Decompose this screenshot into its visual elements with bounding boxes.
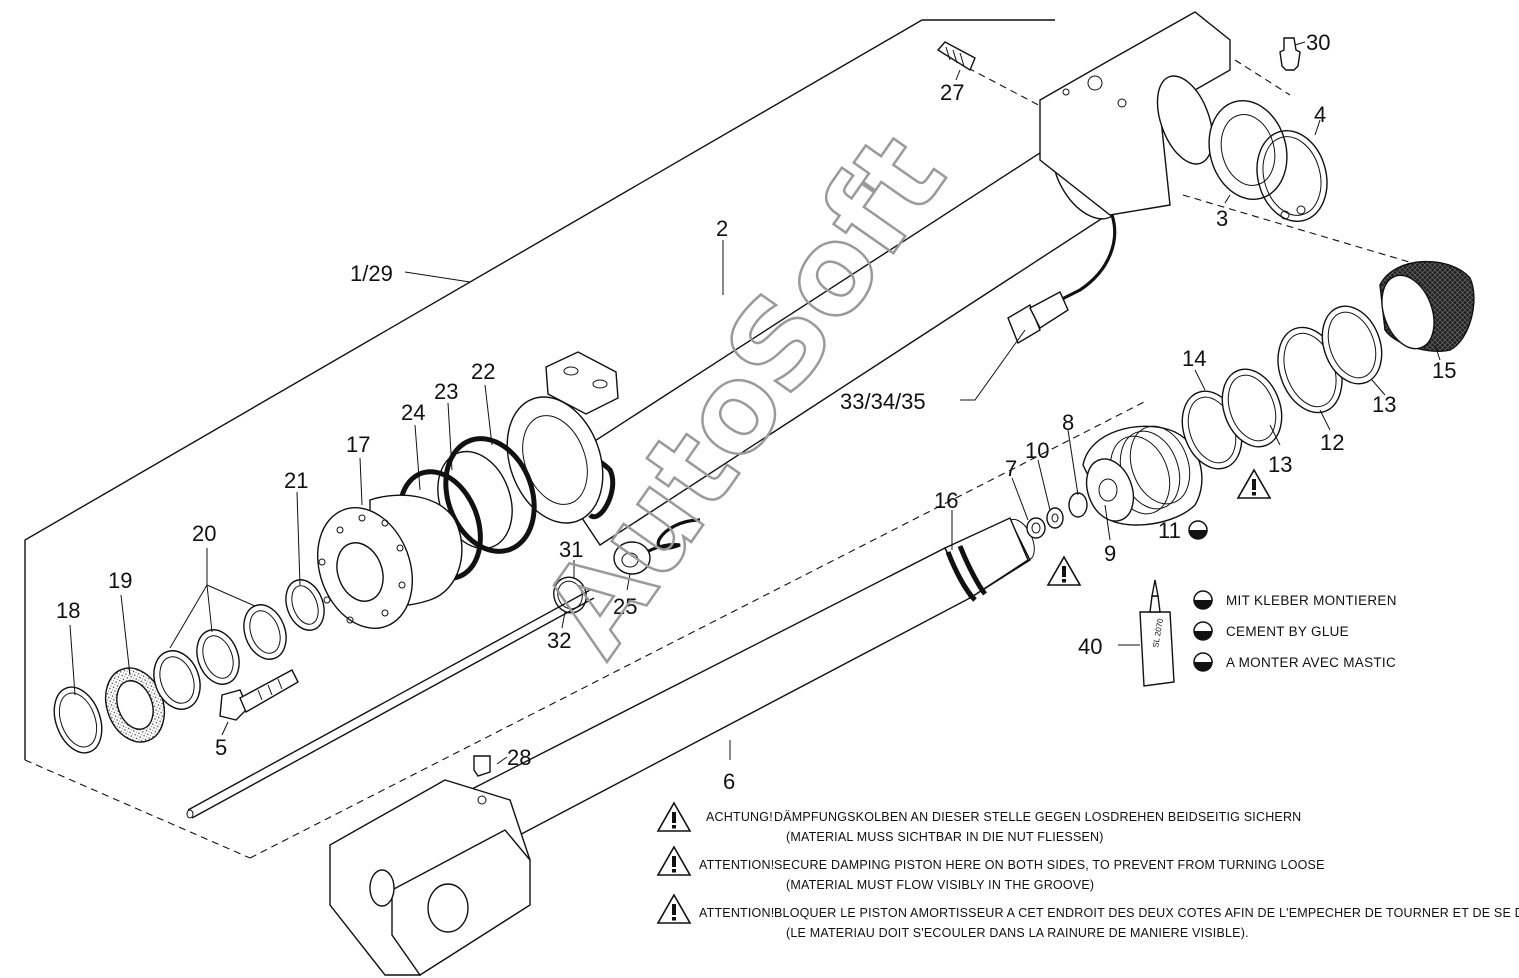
- callout-32: 32: [547, 628, 571, 653]
- callout-19: 19: [108, 568, 132, 593]
- warning-tag-de: ACHTUNG!: [706, 810, 773, 824]
- warning-line2-de: (MATERIAL MUSS SICHTBAR IN DIE NUT FLIES…: [786, 830, 1104, 844]
- glue-icon: [1193, 590, 1213, 610]
- callout-24: 24: [401, 400, 425, 425]
- callout-12: 12: [1320, 430, 1344, 455]
- glue-icon: [1193, 652, 1213, 672]
- callout-23: 23: [434, 379, 458, 404]
- warning-tag-fr: ATTENTION!: [699, 906, 774, 920]
- callout-28: 28: [507, 745, 531, 770]
- warning-icon: [1237, 469, 1271, 499]
- warning-line2-en: (MATERIAL MUST FLOW VISIBLY IN THE GROOV…: [786, 878, 1094, 892]
- callout-16: 16: [934, 488, 958, 513]
- piston-rod: [186, 518, 1035, 976]
- callout-31: 31: [559, 537, 583, 562]
- glue-icon: [1188, 520, 1208, 540]
- callout-6: 6: [723, 769, 735, 794]
- warning-icon: [657, 846, 691, 876]
- damping-piston: [944, 517, 1029, 602]
- glue-tube: SL 2070: [1139, 579, 1175, 687]
- front-rings: [53, 604, 299, 754]
- gland-parts: [285, 396, 651, 631]
- glue-legend: MIT KLEBER MONTIEREN CEMENT BY GLUE A MO…: [1193, 590, 1397, 672]
- warning-line1-en: SECURE DAMPING PISTON HERE ON BOTH SIDES…: [774, 858, 1325, 872]
- callout-1-29: 1/29: [350, 261, 393, 286]
- callout-33-34-35: 33/34/35: [840, 389, 926, 414]
- callout-11: 11: [1158, 518, 1181, 543]
- piston-assembly: [1026, 260, 1475, 539]
- callout-20: 20: [192, 521, 216, 546]
- callout-22: 22: [471, 359, 495, 384]
- cylinder-barrel: [545, 11, 1231, 546]
- callout-3: 3: [1216, 206, 1228, 231]
- callout-21: 21: [284, 468, 308, 493]
- callout-13: 13: [1372, 392, 1396, 417]
- legend-text-fr: A MONTER AVEC MASTIC: [1226, 655, 1396, 670]
- warning-line2-fr: (LE MATERIAU DOIT S'ECOULER DANS LA RAIN…: [786, 926, 1249, 940]
- warning-icon: [1047, 556, 1081, 586]
- callout-2: 2: [716, 216, 728, 241]
- warning-line1-de: DÄMPFUNGSKOLBEN AN DIESER STELLE GEGEN L…: [774, 810, 1301, 824]
- callout-4: 4: [1314, 102, 1326, 127]
- callout-27: 27: [940, 80, 964, 105]
- head-end-parts: [936, 37, 1328, 222]
- callout-10: 10: [1025, 438, 1049, 463]
- callout-30: 30: [1306, 30, 1330, 55]
- warning-line1-fr: BLOQUER LE PISTON AMORTISSEUR A CET ENDR…: [774, 906, 1519, 920]
- leader-lines: [69, 41, 1441, 765]
- warning-notes: ACHTUNG! DÄMPFUNGSKOLBEN AN DIESER STELL…: [657, 802, 1519, 940]
- sensor-cable: [621, 214, 1117, 567]
- callout-17: 17: [346, 432, 370, 457]
- legend-text-en: CEMENT BY GLUE: [1226, 624, 1349, 639]
- callout-13: 13: [1268, 452, 1292, 477]
- glue-icon: [1193, 621, 1213, 641]
- callout-40: 40: [1078, 634, 1102, 659]
- warning-icon: [657, 894, 691, 924]
- warning-icon: [657, 802, 691, 832]
- callout-18: 18: [56, 598, 80, 623]
- callout-9: 9: [1104, 541, 1116, 566]
- legend-text-de: MIT KLEBER MONTIEREN: [1226, 593, 1397, 608]
- warning-tag-en: ATTENTION!: [699, 858, 774, 872]
- callout-7: 7: [1005, 456, 1017, 481]
- callout-8: 8: [1062, 410, 1074, 435]
- callout-25: 25: [613, 594, 637, 619]
- callout-labels: 1/29 2 3 4 5 6 7 8 9 10 11 12 13 13 14 1…: [56, 30, 1456, 794]
- callout-14: 14: [1182, 346, 1206, 371]
- callout-5: 5: [215, 735, 227, 760]
- callout-15: 15: [1432, 358, 1456, 383]
